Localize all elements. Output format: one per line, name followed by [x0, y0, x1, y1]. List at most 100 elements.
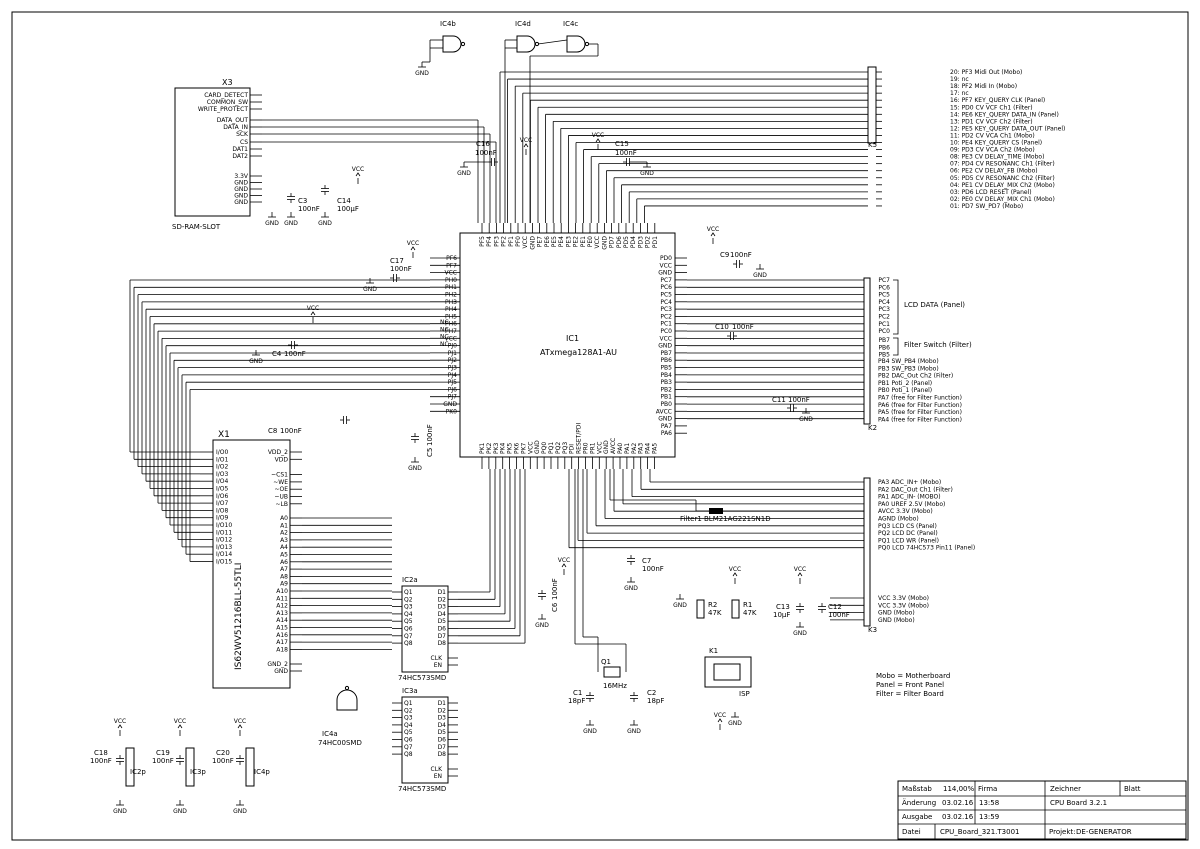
x3-pin-name: DATA_IN — [223, 124, 248, 131]
k2-pc-line: PC4 — [878, 299, 890, 306]
x1-io-name: I/O8 — [216, 507, 229, 514]
ic1-bottom-pin-name: PK1 — [479, 442, 486, 454]
tb-issue-time: 13:59 — [979, 813, 999, 821]
latch-ctrl-name: CLK — [431, 766, 444, 773]
tb-project: DE-GENERATOR — [1076, 828, 1132, 836]
x1-io-name: I/O10 — [216, 522, 232, 529]
ic2p-body — [125, 747, 135, 787]
x1-io-name: I/O11 — [216, 529, 232, 536]
k2-line: PB2 DAC_Out Ch2 (Filter) — [878, 373, 953, 380]
ic1-bottom-pin-name: PQ3 — [562, 442, 569, 454]
x1-part: IS62WV51216BLL-55TLI — [234, 563, 244, 670]
latch-q-name: Q4 — [404, 611, 413, 618]
latch-d-name: D6 — [438, 626, 447, 633]
k2-pc-line: PC6 — [878, 284, 890, 291]
ic1-right-pin-name: PA7 — [661, 423, 672, 430]
latch-d-name: D3 — [438, 715, 447, 722]
k2-pc-line: PC1 — [878, 321, 890, 328]
ic1-top-pin-name: PF0 — [515, 236, 522, 247]
nc-label: NC — [440, 334, 449, 341]
r1-ref: R1 — [743, 601, 752, 609]
ic4c-gate — [566, 35, 586, 53]
latch-d-name: D1 — [438, 589, 447, 596]
x1-ctrl-name: ~LB — [276, 501, 289, 508]
gnd-label: GND — [799, 416, 813, 423]
latch-q-name: Q2 — [404, 596, 413, 603]
x1-io-name: I/O3 — [216, 471, 229, 478]
x3-power-pin-name: GND — [234, 199, 248, 206]
ic1-top-pin-name: PD5 — [623, 236, 630, 248]
q1-body — [603, 666, 621, 678]
x1-ctrl-name: VDD_2 — [268, 449, 288, 456]
ic1-bottom-pin-name: PQ0 — [541, 442, 548, 454]
ic1-right-pin-name: PB7 — [660, 350, 672, 357]
ic1-right-pin-name: PA6 — [661, 430, 672, 437]
k3-power-line: VCC 3.3V (Mobo) — [878, 595, 929, 602]
gnd-label: GND — [265, 220, 279, 227]
filter-brace — [893, 337, 899, 356]
tb-company-label: Firma — [978, 785, 997, 793]
k1-header — [713, 663, 741, 681]
x3-power-pin-name: GND — [234, 180, 248, 187]
ic1-right-pin-name: GND — [658, 416, 672, 423]
k2-pc-line: PC5 — [878, 292, 890, 299]
gnd-label: GND — [627, 728, 641, 735]
c1-ref: C1 — [573, 689, 582, 697]
k5-line: 14: PE6 KEY_QUERY DATA_IN (Panel) — [950, 111, 1059, 118]
ic1-ref: IC1 — [566, 334, 579, 343]
ic1-right-pin-name: PC3 — [660, 306, 672, 313]
x1-addr-name: A10 — [276, 588, 288, 595]
gate-link — [537, 39, 568, 45]
k5-line: 06: PE2 CV DELAY_FB (Mobo) — [950, 168, 1038, 175]
gnd-label: GND — [318, 220, 332, 227]
gnd-label: GND — [624, 585, 638, 592]
ic4b-gate — [442, 35, 462, 53]
c6-ref: C6 — [551, 602, 559, 612]
ic1-bottom-pin-name: PA0 — [617, 443, 624, 454]
c1-val: 18pF — [568, 697, 585, 705]
latch-d-name: D4 — [438, 722, 447, 729]
k3-body — [863, 477, 871, 627]
vcc-arrow — [237, 724, 243, 729]
isp-label: ISP — [739, 690, 750, 698]
ic1-bottom-pin-name: VCC — [527, 442, 534, 454]
c19-ref: C19 — [156, 749, 170, 757]
x1-io-name: I/O9 — [216, 515, 229, 522]
vcc-label: VCC — [558, 557, 570, 564]
vcc-arrow — [732, 572, 738, 577]
ic1-top-pin-name: PE2 — [573, 236, 580, 247]
x3-body — [174, 87, 251, 217]
k2-pc-line: PC0 — [878, 328, 890, 335]
k5-line: 07: PD4 CV RESONANC Ch1 (Filter) — [950, 161, 1055, 168]
vcc-arrow — [310, 311, 316, 316]
vcc-label: VCC — [307, 305, 319, 312]
k3-line: PA1 ADC_IN- (MOBO) — [878, 494, 941, 501]
ic1-right-pin-name: VCC — [660, 335, 672, 342]
k2-pc-line: PC2 — [878, 314, 890, 321]
ic1-left-pin-name: PJ2 — [448, 357, 457, 364]
ic4c-ref: IC4c — [563, 20, 578, 28]
latch-q-name: Q7 — [404, 744, 413, 751]
x1-addr-name: A6 — [280, 559, 288, 566]
vcc-label: VCC — [352, 166, 364, 173]
gnd-label: GND — [284, 220, 298, 227]
vcc-arrow — [797, 572, 803, 577]
ic1-top-pin-name: PF5 — [479, 236, 486, 247]
c7-val: 100nF — [642, 565, 664, 573]
ic1-bottom-pin-name: PK2 — [486, 442, 493, 454]
k3-line: PQ3 LCD CS (Panel) — [878, 523, 937, 530]
c17-ref: C17 — [390, 257, 404, 265]
ic1-left-pin-name: PJ7 — [448, 394, 457, 401]
c7-ref: C7 — [642, 557, 651, 565]
vcc-label: VCC — [407, 240, 419, 247]
x3-pin-name: SCK — [236, 131, 249, 138]
k1-ref: K1 — [709, 647, 718, 655]
ic1-left-pin-name: PH0 — [445, 277, 457, 284]
k5-line: 10: PE4 KEY_QUERY CS (Panel) — [950, 140, 1042, 147]
ic1-right-pin-name: PC4 — [660, 299, 672, 306]
ic1-right-pin-name: PC0 — [660, 328, 672, 335]
vcc-arrow — [561, 563, 567, 568]
tb-scale-label: Maßstab — [902, 785, 932, 793]
x1-body — [212, 439, 291, 689]
